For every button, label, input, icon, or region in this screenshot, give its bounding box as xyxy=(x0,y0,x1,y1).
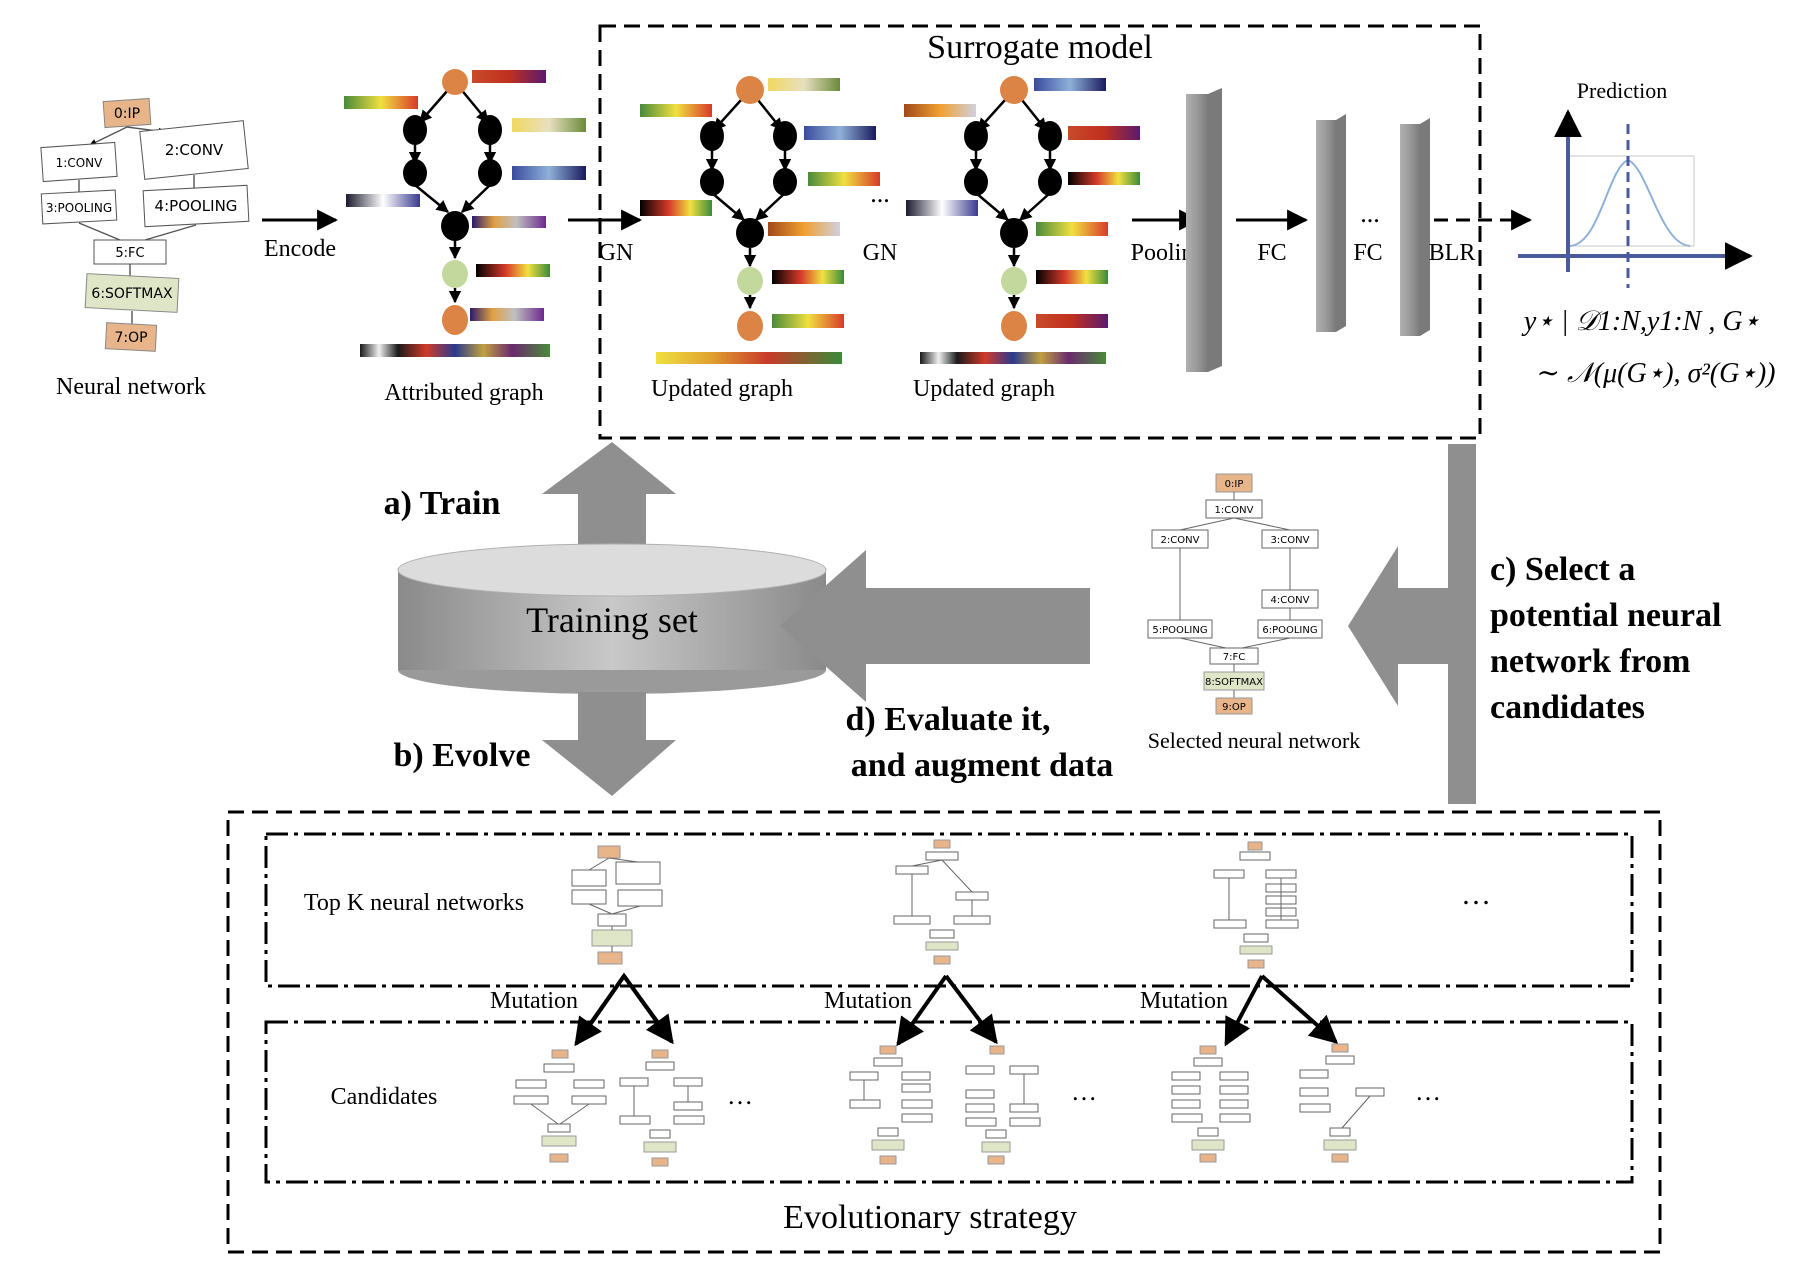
evaluate-arrow xyxy=(780,550,1090,702)
top-neural-network: 0:IP 1:CONV 2:CONV 3:POOLING 4:POOLING 5… xyxy=(40,97,250,352)
nn-node-pooling3: 3:POOLING xyxy=(40,189,118,225)
prediction-title: Prediction xyxy=(1577,78,1667,103)
candidate-network-5 xyxy=(1171,1045,1251,1163)
fc-layer-block-1 xyxy=(1316,114,1346,332)
nn-node-ip: 0:IP xyxy=(102,97,152,129)
surrogate-model-box xyxy=(598,24,1482,440)
evolve-arrow xyxy=(542,692,676,796)
blr-label: BLR xyxy=(1429,240,1476,266)
nn-node-fc: 5:FC xyxy=(93,239,167,265)
nn-node-conv1: 1:CONV xyxy=(40,141,118,183)
candidate-ellipsis-3: … xyxy=(1415,1077,1441,1106)
evolutionary-strategy-title: Evolutionary strategy xyxy=(783,1199,1077,1236)
candidates-label: Candidates xyxy=(331,1084,438,1110)
fc-ellipsis: ... xyxy=(1360,199,1380,228)
svg-text:2:CONV: 2:CONV xyxy=(165,141,224,159)
svg-text:7:OP: 7:OP xyxy=(114,330,147,346)
top-k-network-2 xyxy=(893,839,991,965)
nn-node-op: 7:OP xyxy=(104,322,158,352)
svg-text:5:POOLING: 5:POOLING xyxy=(1152,625,1207,636)
selected-neural-network: 0:IP 1:CONV 2:CONV 3:CONV 4:CONV 5:POOLI… xyxy=(1147,473,1323,715)
updated-graph-caption-2: Updated graph xyxy=(913,376,1055,402)
svg-text:1:CONV: 1:CONV xyxy=(1215,505,1254,516)
top-k-network-3 xyxy=(1213,841,1299,969)
svg-text:6:POOLING: 6:POOLING xyxy=(1262,625,1317,636)
candidate-ellipsis-2: … xyxy=(1071,1077,1097,1106)
mutation-label-3: Mutation xyxy=(1140,988,1228,1014)
train-arrow xyxy=(542,442,676,548)
select-arrow xyxy=(1348,444,1476,804)
neural-network-caption: Neural network xyxy=(56,374,206,400)
svg-text:9:OP: 9:OP xyxy=(1222,702,1246,713)
step-c-line1: c) Select a xyxy=(1490,551,1635,588)
evolutionary-strategy-box xyxy=(226,810,1662,1254)
mutation-label-2: Mutation xyxy=(824,988,912,1014)
svg-text:7:FC: 7:FC xyxy=(1223,652,1245,663)
gn-label-1: GN xyxy=(599,240,634,266)
candidate-network-1 xyxy=(513,1049,607,1163)
svg-text:8:SOFTMAX: 8:SOFTMAX xyxy=(1205,677,1263,688)
candidate-network-6 xyxy=(1299,1043,1385,1163)
svg-text:4:CONV: 4:CONV xyxy=(1271,595,1310,606)
step-d-line2: and augment data xyxy=(851,747,1114,784)
nn-node-softmax: 6:SOFTMAX xyxy=(84,273,180,313)
mutation-arrows-3 xyxy=(1224,974,1339,1047)
step-c-line2: potential neural xyxy=(1490,597,1721,634)
candidates-box xyxy=(264,1020,1634,1184)
mutation-arrows-1 xyxy=(574,972,674,1047)
step-d-line1: d) Evaluate it, xyxy=(846,701,1051,738)
fc-label-1: FC xyxy=(1257,240,1286,266)
candidate-ellipsis-1: … xyxy=(727,1081,753,1110)
svg-text:3:POOLING: 3:POOLING xyxy=(46,201,112,215)
step-a-train: a) Train xyxy=(384,485,501,522)
nn-node-conv2: 2:CONV xyxy=(139,120,249,180)
nn-node-pooling4: 4:POOLING xyxy=(142,184,250,228)
pooling-layer-block xyxy=(1186,88,1222,372)
svg-text:3:CONV: 3:CONV xyxy=(1271,535,1310,546)
top-k-network-1 xyxy=(571,845,663,965)
mutation-arrows-2 xyxy=(896,974,998,1047)
updated-graph-2 xyxy=(904,76,1140,364)
updated-graph-caption-1: Updated graph xyxy=(651,376,793,402)
selected-nn-caption: Selected neural network xyxy=(1148,728,1361,753)
step-b-evolve: b) Evolve xyxy=(394,737,531,774)
candidate-network-2 xyxy=(619,1049,705,1167)
fc-layer-block-2 xyxy=(1400,118,1430,336)
mutation-label-1: Mutation xyxy=(490,988,578,1014)
svg-text:4:POOLING: 4:POOLING xyxy=(155,197,238,215)
training-set-cylinder xyxy=(397,543,827,694)
candidate-network-3 xyxy=(849,1045,933,1165)
fc-label-2: FC xyxy=(1353,240,1382,266)
prediction-plot: Prediction xyxy=(1518,78,1753,288)
svg-text:0:IP: 0:IP xyxy=(1225,479,1244,490)
step-c-line3: network from xyxy=(1490,643,1691,680)
svg-text:2:CONV: 2:CONV xyxy=(1161,535,1200,546)
svg-text:0:IP: 0:IP xyxy=(114,106,140,122)
top-k-label: Top K neural networks xyxy=(304,890,524,916)
step-c-line4: candidates xyxy=(1490,689,1645,726)
encode-label: Encode xyxy=(264,236,336,262)
training-set-label: Training set xyxy=(526,600,698,640)
top-k-ellipsis: … xyxy=(1461,878,1491,911)
candidate-network-4 xyxy=(965,1045,1041,1165)
prediction-formula-line1: y⋆ | 𝒟1:N,y1:N , G⋆ xyxy=(1521,306,1760,337)
gn-label-2: GN xyxy=(863,240,898,266)
gn-ellipsis: ... xyxy=(870,179,890,208)
updated-graph-1 xyxy=(640,76,880,364)
attributed-graph xyxy=(344,69,586,357)
surrogate-model-title: Surrogate model xyxy=(927,29,1153,66)
svg-text:6:SOFTMAX: 6:SOFTMAX xyxy=(91,286,173,302)
svg-text:1:CONV: 1:CONV xyxy=(56,156,103,170)
prediction-formula-line2: ∼ 𝒩(μ(G⋆), σ²(G⋆)) xyxy=(1537,358,1776,389)
svg-text:5:FC: 5:FC xyxy=(115,246,144,261)
attributed-graph-caption: Attributed graph xyxy=(384,380,543,406)
